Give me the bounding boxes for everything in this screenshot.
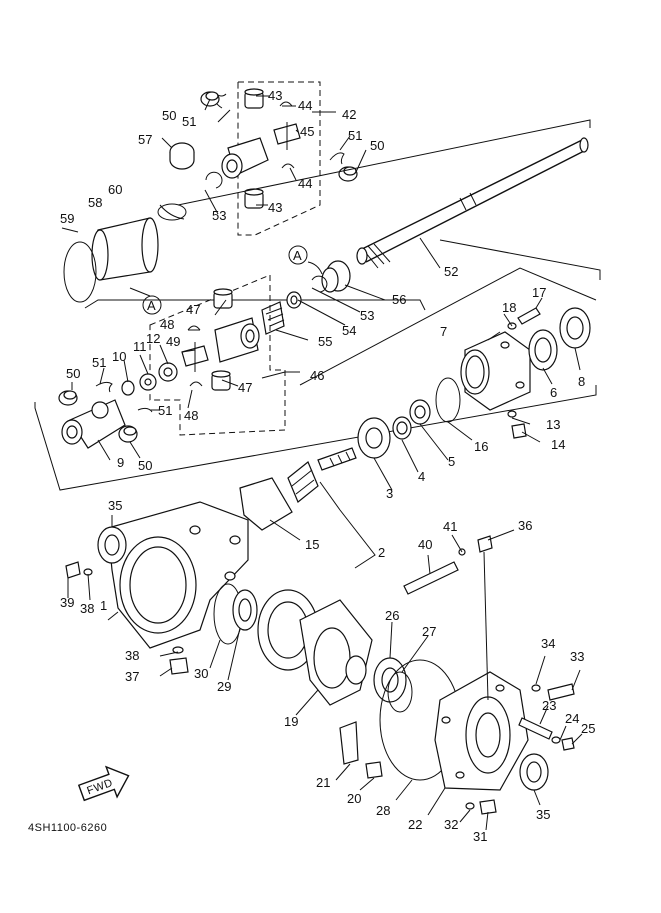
part-label: 53 [360, 308, 374, 323]
part-label: 19 [284, 714, 298, 729]
part-label: 54 [342, 323, 356, 338]
part-label: 27 [422, 624, 436, 639]
part-label: 10 [112, 349, 126, 364]
part-label: 32 [444, 817, 458, 832]
part-label: 40 [418, 537, 432, 552]
part-label: 43 [268, 200, 282, 215]
part-label: 13 [546, 417, 560, 432]
reference-mark-a-upper: A [288, 245, 323, 275]
part-label: 45 [300, 124, 314, 139]
part-label: 44 [298, 176, 312, 191]
part-label: 56 [392, 292, 406, 307]
pinion-bearing-group [357, 307, 591, 459]
ref-label-a-upper: A [293, 248, 302, 263]
part-label: 23 [542, 698, 556, 713]
differential-cover [379, 535, 575, 815]
part-label: 7 [440, 324, 447, 339]
part-label: 36 [518, 518, 532, 533]
part-label: 34 [541, 636, 555, 651]
part-label: 42 [342, 107, 356, 122]
part-label: 39 [60, 595, 74, 610]
part-label: 38 [80, 601, 94, 616]
part-label: 31 [473, 829, 487, 844]
part-label: 14 [551, 437, 565, 452]
ring-gear-assembly [213, 583, 413, 779]
drive-shaft [177, 119, 601, 280]
part-label: 47 [238, 380, 252, 395]
part-label: 4 [418, 469, 425, 484]
part-label: 60 [108, 182, 122, 197]
part-label: 48 [184, 408, 198, 423]
part-label: 38 [125, 648, 139, 663]
part-label: 46 [310, 368, 324, 383]
differential-housing [65, 501, 249, 675]
part-label: 11 [133, 339, 147, 354]
fwd-arrow-icon: FWD [77, 765, 130, 802]
reference-mark-a-lower: A [142, 295, 162, 315]
part-label: 18 [502, 300, 516, 315]
part-label: 48 [160, 317, 174, 332]
part-label: 9 [117, 455, 124, 470]
part-label: 24 [565, 711, 579, 726]
pinion-gear [239, 447, 376, 569]
part-label: 21 [316, 775, 330, 790]
part-label: 51 [92, 355, 106, 370]
leader-lines [67, 95, 583, 831]
part-label: 28 [376, 803, 390, 818]
shaft-seal-group [261, 260, 351, 335]
diagram-code: 4SH1100-6260 [28, 822, 107, 834]
part-label: 12 [146, 331, 160, 346]
part-label: 49 [166, 334, 180, 349]
part-label: 2 [378, 545, 385, 560]
part-label: 35 [536, 807, 550, 822]
part-label: 51 [348, 128, 362, 143]
part-label: 3 [386, 486, 393, 501]
part-label: 17 [532, 285, 546, 300]
part-label: 15 [305, 537, 319, 552]
part-label: 44 [298, 98, 312, 113]
part-label: 30 [194, 666, 208, 681]
part-number-labels: 1 2 3 4 5 6 7 8 9 10 11 12 13 14 15 16 1… [60, 88, 595, 844]
part-label: 50 [162, 108, 176, 123]
part-label: 55 [318, 334, 332, 349]
universal-joint-assembly-lower [34, 267, 597, 491]
part-label: 29 [217, 679, 231, 694]
ref-label-a-lower: A [147, 298, 156, 313]
part-label: 47 [186, 302, 200, 317]
dust-boot-group [61, 203, 426, 311]
part-number-labels-repeated: 43 44 50 51 53 47 48 50 51 51 50 38 35 [66, 128, 550, 822]
part-label: 58 [88, 195, 102, 210]
part-label: 50 [138, 458, 152, 473]
part-label: 16 [474, 439, 488, 454]
part-label: 25 [581, 721, 595, 736]
part-label: 8 [578, 374, 585, 389]
part-label: 20 [347, 791, 361, 806]
part-label: 52 [444, 264, 458, 279]
part-label: 22 [408, 817, 422, 832]
part-label: 51 [182, 114, 196, 129]
part-label: 37 [125, 669, 139, 684]
part-label: 51 [158, 403, 172, 418]
part-label: 50 [370, 138, 384, 153]
part-label: 41 [443, 519, 457, 534]
part-label: 35 [108, 498, 122, 513]
part-label: 26 [385, 608, 399, 623]
part-label: 33 [570, 649, 584, 664]
part-label: 43 [268, 88, 282, 103]
part-label: 50 [66, 366, 80, 381]
universal-joint-assembly-upper [169, 81, 358, 236]
part-label: 1 [100, 598, 107, 613]
part-label: 57 [138, 132, 152, 147]
part-label: 59 [60, 211, 74, 226]
part-label: 5 [448, 454, 455, 469]
part-label: 6 [550, 385, 557, 400]
part-label: 53 [212, 208, 226, 223]
